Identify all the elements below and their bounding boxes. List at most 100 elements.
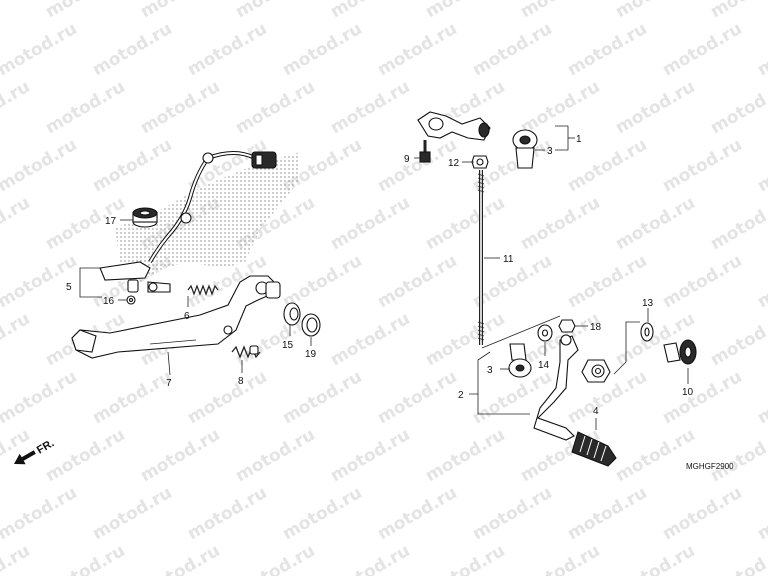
watermark: motod.ru [469,483,555,544]
brake-switch-cable [148,151,277,263]
watermark: motod.ru [612,0,698,22]
callout-9: 9 [404,154,410,165]
watermark: motod.ru [89,135,175,196]
watermark: motod.ru [89,367,175,428]
watermark: motod.ru [469,19,555,80]
watermark: motod.ru [327,193,413,254]
leader-lines [79,125,689,430]
grommet-17 [132,207,158,228]
watermark: motod.ru [137,77,223,138]
watermark: motod.ru [89,483,175,544]
callout-15: 15 [282,340,294,351]
callout-3-upper: 3 [547,146,553,157]
callout-7: 7 [166,378,172,389]
watermark: motod.ru [279,19,365,80]
watermark: motod.ru [707,0,768,22]
washer-14 [537,324,553,342]
watermark: motod.ru [0,367,81,428]
watermark: motod.ru [564,251,650,312]
watermark: motod.ru [374,367,460,428]
watermark: motod.ru [42,77,128,138]
watermark: motod.ru [707,77,768,138]
callout-8: 8 [238,376,244,387]
watermark: motod.ru [422,309,508,370]
watermark: motod.ru [707,425,768,486]
spring-6 [187,284,219,296]
watermark: motod.ru [137,541,223,576]
watermark: motod.ru [42,425,128,486]
watermark: motod.ru [0,0,34,22]
callout-5: 5 [66,282,72,293]
watermark: motod.ru [374,251,460,312]
joint-3-lower [508,343,532,378]
watermark: motod.ru [659,483,745,544]
watermark: motod.ru [659,251,745,312]
watermark: motod.ru [422,0,508,22]
watermark: motod.ru [0,19,81,80]
watermark: motod.ru [659,367,745,428]
watermark: motod.ru [184,483,270,544]
callout-2: 2 [458,390,464,401]
watermark: motod.ru [232,541,318,576]
watermark: motod.ru [0,309,34,370]
seal-19 [301,313,321,337]
watermark: motod.ru [137,0,223,22]
watermark: motod.ru [422,425,508,486]
watermark: motod.ru [564,19,650,80]
watermark: motod.ru [89,19,175,80]
callout-13: 13 [642,298,654,309]
joint-3-upper [512,129,538,169]
watermark: motod.ru [0,135,81,196]
watermark: motod.ru [327,425,413,486]
callout-18: 18 [590,322,602,333]
watermark: motod.ru [42,0,128,22]
rubber-4 [571,431,617,467]
callout-14: 14 [538,360,550,371]
watermark: motod.ru [659,135,745,196]
watermark: motod.ru [612,77,698,138]
shift-pedal-2 [533,334,611,441]
watermark: motod.ru [374,483,460,544]
front-arrow-icon [14,450,36,465]
watermark: motod.ru [327,0,413,22]
watermark: motod.ru [517,77,603,138]
watermark: motod.ru [517,0,603,22]
callout-3-lower: 3 [487,365,493,376]
watermark: motod.ru [612,193,698,254]
bolt-10 [663,339,697,365]
callout-6: 6 [184,311,190,322]
callout-19: 19 [305,349,317,360]
nut-18 [558,319,576,333]
watermark: motod.ru [0,483,81,544]
watermark: motod.ru [327,309,413,370]
brake-pedal-7 [71,275,281,359]
watermark: motod.ru [184,367,270,428]
callouts: 1 2 3 3 4 5 6 7 8 9 10 11 12 13 14 15 16… [66,134,694,417]
watermark: motod.ru [754,19,768,80]
callout-17: 17 [105,216,117,227]
watermark: motod.ru [137,425,223,486]
callout-16: 16 [103,296,115,307]
callout-1: 1 [576,134,582,145]
watermark: motod.ru [422,541,508,576]
watermark: motod.ru [327,77,413,138]
callout-11: 11 [503,254,514,265]
spring-8 [231,345,261,359]
callout-4: 4 [593,406,599,417]
watermark: motod.ru [0,193,34,254]
washer-15 [283,302,301,326]
nut-12 [471,155,489,169]
watermark: motod.ru [184,19,270,80]
watermark: motod.ru [612,425,698,486]
brake-switch-5 [99,261,171,293]
watermark: motod.ru [279,483,365,544]
callout-12: 12 [448,158,460,169]
washer-13 [640,322,654,342]
watermark: motod.ru [232,425,318,486]
watermark: motod.ru [422,193,508,254]
watermark: motod.ru [232,0,318,22]
tie-rod-11 [477,170,485,345]
